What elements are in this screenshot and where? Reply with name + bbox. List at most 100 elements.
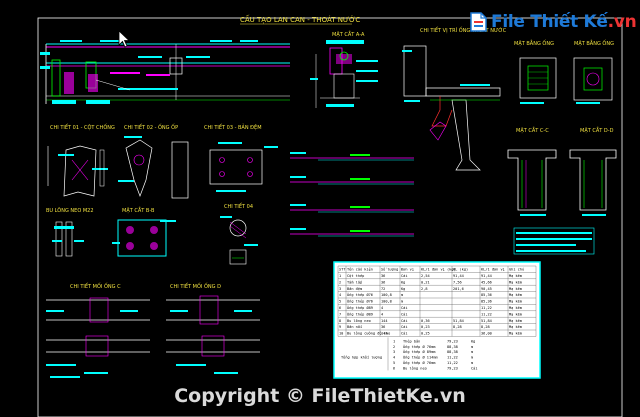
svg-text:CHI TIẾT 02 - ỐNG ỐP: CHI TIẾT 02 - ỐNG ỐP — [124, 123, 178, 131]
table-cell: Mạ kẽm — [509, 300, 522, 304]
table-cell: 2,8 — [421, 287, 428, 291]
site-logo: File Thiết Kế.vn — [468, 11, 637, 33]
main-title: CẤU TẠO LAN CAN - THOÁT NƯỚC — [240, 14, 360, 24]
table-cell: m — [401, 300, 403, 304]
table-cell: 36,00 — [481, 332, 492, 336]
table-cell: 4 — [339, 293, 341, 297]
svg-text:CHI TIẾT VỊ TRÍ ỐNG THOÁT NƯỚC: CHI TIẾT VỊ TRÍ ỐNG THOÁT NƯỚC — [420, 26, 507, 34]
table-cell: 0,36 — [421, 319, 430, 323]
table-cell: Mạ kẽm — [509, 306, 522, 310]
table-cell: 8,28 — [453, 325, 462, 329]
table-cell: 100,8 — [381, 293, 392, 297]
summary-cell: m — [471, 350, 473, 354]
svg-text:MẶT BẰNG ỐNG: MẶT BẰNG ỐNG — [514, 39, 554, 47]
table-cell: 2,54 — [421, 274, 430, 278]
table-cell: 0,25 — [421, 332, 430, 336]
table-cell: Mạ kẽm — [509, 274, 522, 278]
table-cell: Mạ kẽm — [509, 280, 522, 284]
detail-d-pipe: CHI TIẾT MỐI ỐNG D — [166, 282, 260, 374]
table-header-cell: KL/1 đơn vị (kg) — [421, 268, 456, 272]
table-cell: 8,28 — [481, 325, 490, 329]
table-cell: Cột thép — [347, 274, 364, 278]
table-cell: 6 — [339, 306, 341, 310]
summary-cell: Kg — [471, 339, 475, 343]
table-cell: 36 — [381, 325, 385, 329]
svg-text:CHI TIẾT MỐI ỐNG C: CHI TIẾT MỐI ỐNG C — [70, 282, 121, 290]
table-summary-label: Tổng hợp khối lượng — [341, 355, 382, 359]
mini-schedule — [513, 227, 595, 255]
svg-text:BU LÔNG NEO M22: BU LÔNG NEO M22 — [46, 207, 94, 214]
summary-cell: 4 — [393, 356, 395, 360]
table-cell: 51,84 — [453, 319, 464, 323]
table-cell: Ống thép Ø89 — [347, 311, 373, 316]
table-cell: 36 — [381, 280, 385, 284]
svg-text:MẶT CẮT B-B: MẶT CẮT B-B — [122, 206, 155, 214]
table-cell: Mạ kẽm — [509, 319, 522, 323]
railing-elevation — [40, 40, 290, 104]
summary-cell: 79,23 — [447, 366, 458, 370]
table-cell: 4 — [381, 312, 383, 316]
table-cell: 85,36 — [481, 300, 492, 304]
table-cell: Mạ kẽm — [509, 332, 522, 336]
summary-cell: 11,22 — [447, 361, 458, 365]
table-header-cell: Số lượng — [381, 268, 398, 272]
table-cell: Mạ kẽm — [509, 325, 522, 329]
summary-cell: m — [471, 345, 473, 349]
svg-text:CHI TIẾT MỐI ỐNG D: CHI TIẾT MỐI ỐNG D — [170, 282, 221, 290]
svg-text:CHI TIẾT 01 - CỘT CHỐNG: CHI TIẾT 01 - CỘT CHỐNG — [50, 123, 115, 131]
summary-cell: Ống thép Ø 114mm — [403, 355, 438, 360]
summary-cell: Bu lông neo — [403, 366, 427, 370]
drain-plan-left: MẶT BẰNG ỐNG — [514, 39, 557, 104]
table-cell: Ống thép Ø76 — [347, 292, 373, 297]
table-cell: 85,36 — [481, 293, 492, 297]
table-cell: 9 — [339, 325, 341, 329]
summary-cell: 3 — [393, 350, 395, 354]
table-cell: 0,23 — [421, 325, 430, 329]
table-cell: Cái — [401, 325, 408, 329]
table-cell: 51,84 — [481, 319, 492, 323]
table-cell: Kg — [401, 287, 405, 291]
table-cell: 0,21 — [421, 280, 430, 284]
detail-01-post: CHI TIẾT 01 - CỘT CHỐNG — [47, 123, 115, 197]
detail-04: CHI TIẾT 04 — [220, 202, 258, 265]
summary-cell: 79,23 — [447, 339, 458, 343]
logo-text: File Thiết Kế.vn — [491, 12, 637, 32]
summary-cell: Ống thép Ø 76mm — [403, 360, 435, 365]
summary-cell: Thép bản — [403, 339, 420, 343]
section-b-b: MẶT CẮT B-B — [112, 206, 176, 257]
table-cell: Bản nối — [347, 325, 362, 329]
middle-rail-profiles — [290, 152, 414, 237]
summary-cell: 11,22 — [447, 356, 458, 360]
table-header-cell: Ghi chú — [509, 268, 524, 272]
table-cell: 5 — [339, 300, 341, 304]
table-cell: Ống thép Ø76 — [347, 299, 373, 304]
table-cell: Cái — [401, 312, 408, 316]
table-cell: 1 — [339, 274, 341, 278]
table-cell: Kg — [401, 280, 405, 284]
table-cell: Bản đệm — [347, 287, 362, 291]
svg-text:MẶT CẮT D-D: MẶT CẮT D-D — [580, 126, 614, 134]
table-cell: 36 — [381, 274, 385, 278]
summary-cell: Ống thép Ø 76mm — [403, 344, 435, 349]
table-cell: 7,56 — [453, 280, 462, 284]
table-cell: 4 — [381, 306, 383, 310]
summary-cell: 88,38 — [447, 350, 458, 354]
table-cell: 11,22 — [481, 306, 492, 310]
table-cell: Bu lông neo — [347, 319, 371, 323]
svg-text:CHI TIẾT 03 - BẢN ĐỆM: CHI TIẾT 03 - BẢN ĐỆM — [204, 123, 262, 131]
summary-cell: m — [471, 356, 473, 360]
table-cell: Cái — [401, 274, 408, 278]
table-cell: 8 — [339, 319, 341, 323]
svg-text:MẶT CẮT A-A: MẶT CẮT A-A — [332, 30, 365, 38]
table-cell: 201,6 — [453, 287, 464, 291]
summary-cell: 2 — [393, 345, 395, 349]
table-header-cell: Đơn vị — [401, 268, 414, 272]
section-a-a: MẶT CẮT A-A — [310, 30, 378, 108]
table-cell: Bu lông cường độ cao — [347, 332, 390, 336]
section-c-c: MẶT CẮT C-C — [507, 126, 557, 216]
table-cell: 2 — [339, 280, 341, 284]
table-header-cell: KL (kg) — [453, 268, 468, 272]
table-cell: m — [401, 293, 403, 297]
